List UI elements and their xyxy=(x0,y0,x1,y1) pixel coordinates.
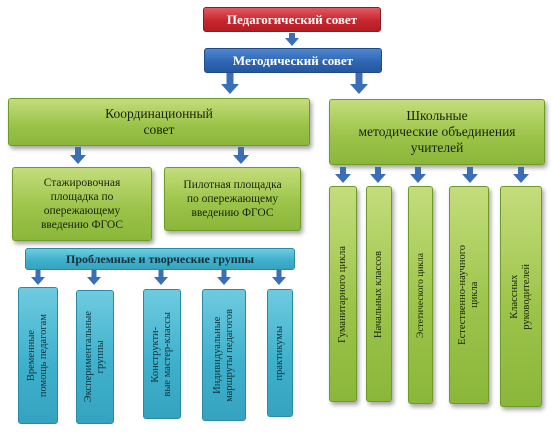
mo-primary-label: Начальных классов xyxy=(373,250,384,338)
mo-class-teachers-label: Классных руководителей xyxy=(509,263,532,330)
coordination-council-label: Координационный совет xyxy=(105,106,213,137)
school-methodical-box: Школьные методические объединения учител… xyxy=(329,99,545,165)
mo-primary-box: Начальных классов xyxy=(366,186,392,402)
pedagogical-council-label: Педагогический совет xyxy=(226,11,358,27)
arrow-method-to-coord xyxy=(221,73,239,95)
mo-humanities-box: Гуманитарного цикла xyxy=(329,186,357,402)
pedagogical-council-box: Педагогический совет xyxy=(203,7,381,32)
methodical-council-label: Методический совет xyxy=(232,52,354,68)
internship-platform-box: Стажировочная площадка по опережающему в… xyxy=(12,167,152,241)
methodical-council-box: Методический совет xyxy=(204,48,382,73)
mo-natural-science-box: Естественно-научного цикла xyxy=(449,186,489,404)
group-individual-routes-box: Индивидуальные маршруты педагогов xyxy=(202,289,246,421)
pilot-platform-box: Пилотная площадка по опережающему введен… xyxy=(164,167,301,231)
arrow-coord-to-pilot xyxy=(233,147,249,165)
mo-natural-science-label: Естественно-научного цикла xyxy=(457,245,480,345)
mo-humanities-label: Гуманитарного цикла xyxy=(337,245,348,343)
internship-platform-label: Стажировочная площадка по опережающему в… xyxy=(40,177,124,231)
coordination-council-box: Координационный совет xyxy=(8,98,310,146)
arrow-to-mo-4 xyxy=(462,167,478,184)
group-experimental-label: Экспериментальные группы xyxy=(83,311,106,403)
problem-groups-label: Проблемные и творческие группы xyxy=(65,251,254,266)
group-masterclass-box: Конструкти- вые мастер-классы xyxy=(143,289,181,419)
problem-groups-box: Проблемные и творческие группы xyxy=(25,248,295,270)
arrow-to-group-4 xyxy=(217,270,231,286)
arrow-to-mo-2 xyxy=(370,167,386,184)
group-individual-routes-label: Индивидуальные маршруты педагогов xyxy=(212,308,235,402)
arrow-ped-to-method xyxy=(285,33,299,47)
group-masterclass-label: Конструкти- вые мастер-классы xyxy=(150,311,173,397)
mo-aesthetic-label: Эстетического цикла xyxy=(415,252,426,338)
arrow-method-to-school xyxy=(350,73,368,95)
arrow-to-mo-5 xyxy=(513,167,529,184)
arrow-to-group-2 xyxy=(87,270,101,286)
arrow-to-mo-1 xyxy=(335,167,351,184)
arrow-to-mo-3 xyxy=(410,167,426,184)
group-temporary-box: Временные помощь педагогам xyxy=(18,287,58,424)
arrow-to-group-1 xyxy=(31,270,45,286)
arrow-coord-to-stazh xyxy=(70,147,86,165)
arrow-to-group-3 xyxy=(154,270,168,286)
mo-aesthetic-box: Эстетического цикла xyxy=(408,186,433,404)
group-temporary-label: Временные помощь педагогам xyxy=(26,313,49,398)
mo-class-teachers-box: Классных руководителей xyxy=(500,186,542,407)
school-methodical-label: Школьные методические объединения учител… xyxy=(358,108,516,155)
group-experimental-box: Экспериментальные группы xyxy=(76,290,114,424)
pilot-platform-label: Пилотная площадка по опережающему введен… xyxy=(183,179,282,219)
group-workshops-label: практикумы xyxy=(274,325,285,381)
group-workshops-box: практикумы xyxy=(267,289,293,417)
arrow-to-group-5 xyxy=(272,270,286,286)
